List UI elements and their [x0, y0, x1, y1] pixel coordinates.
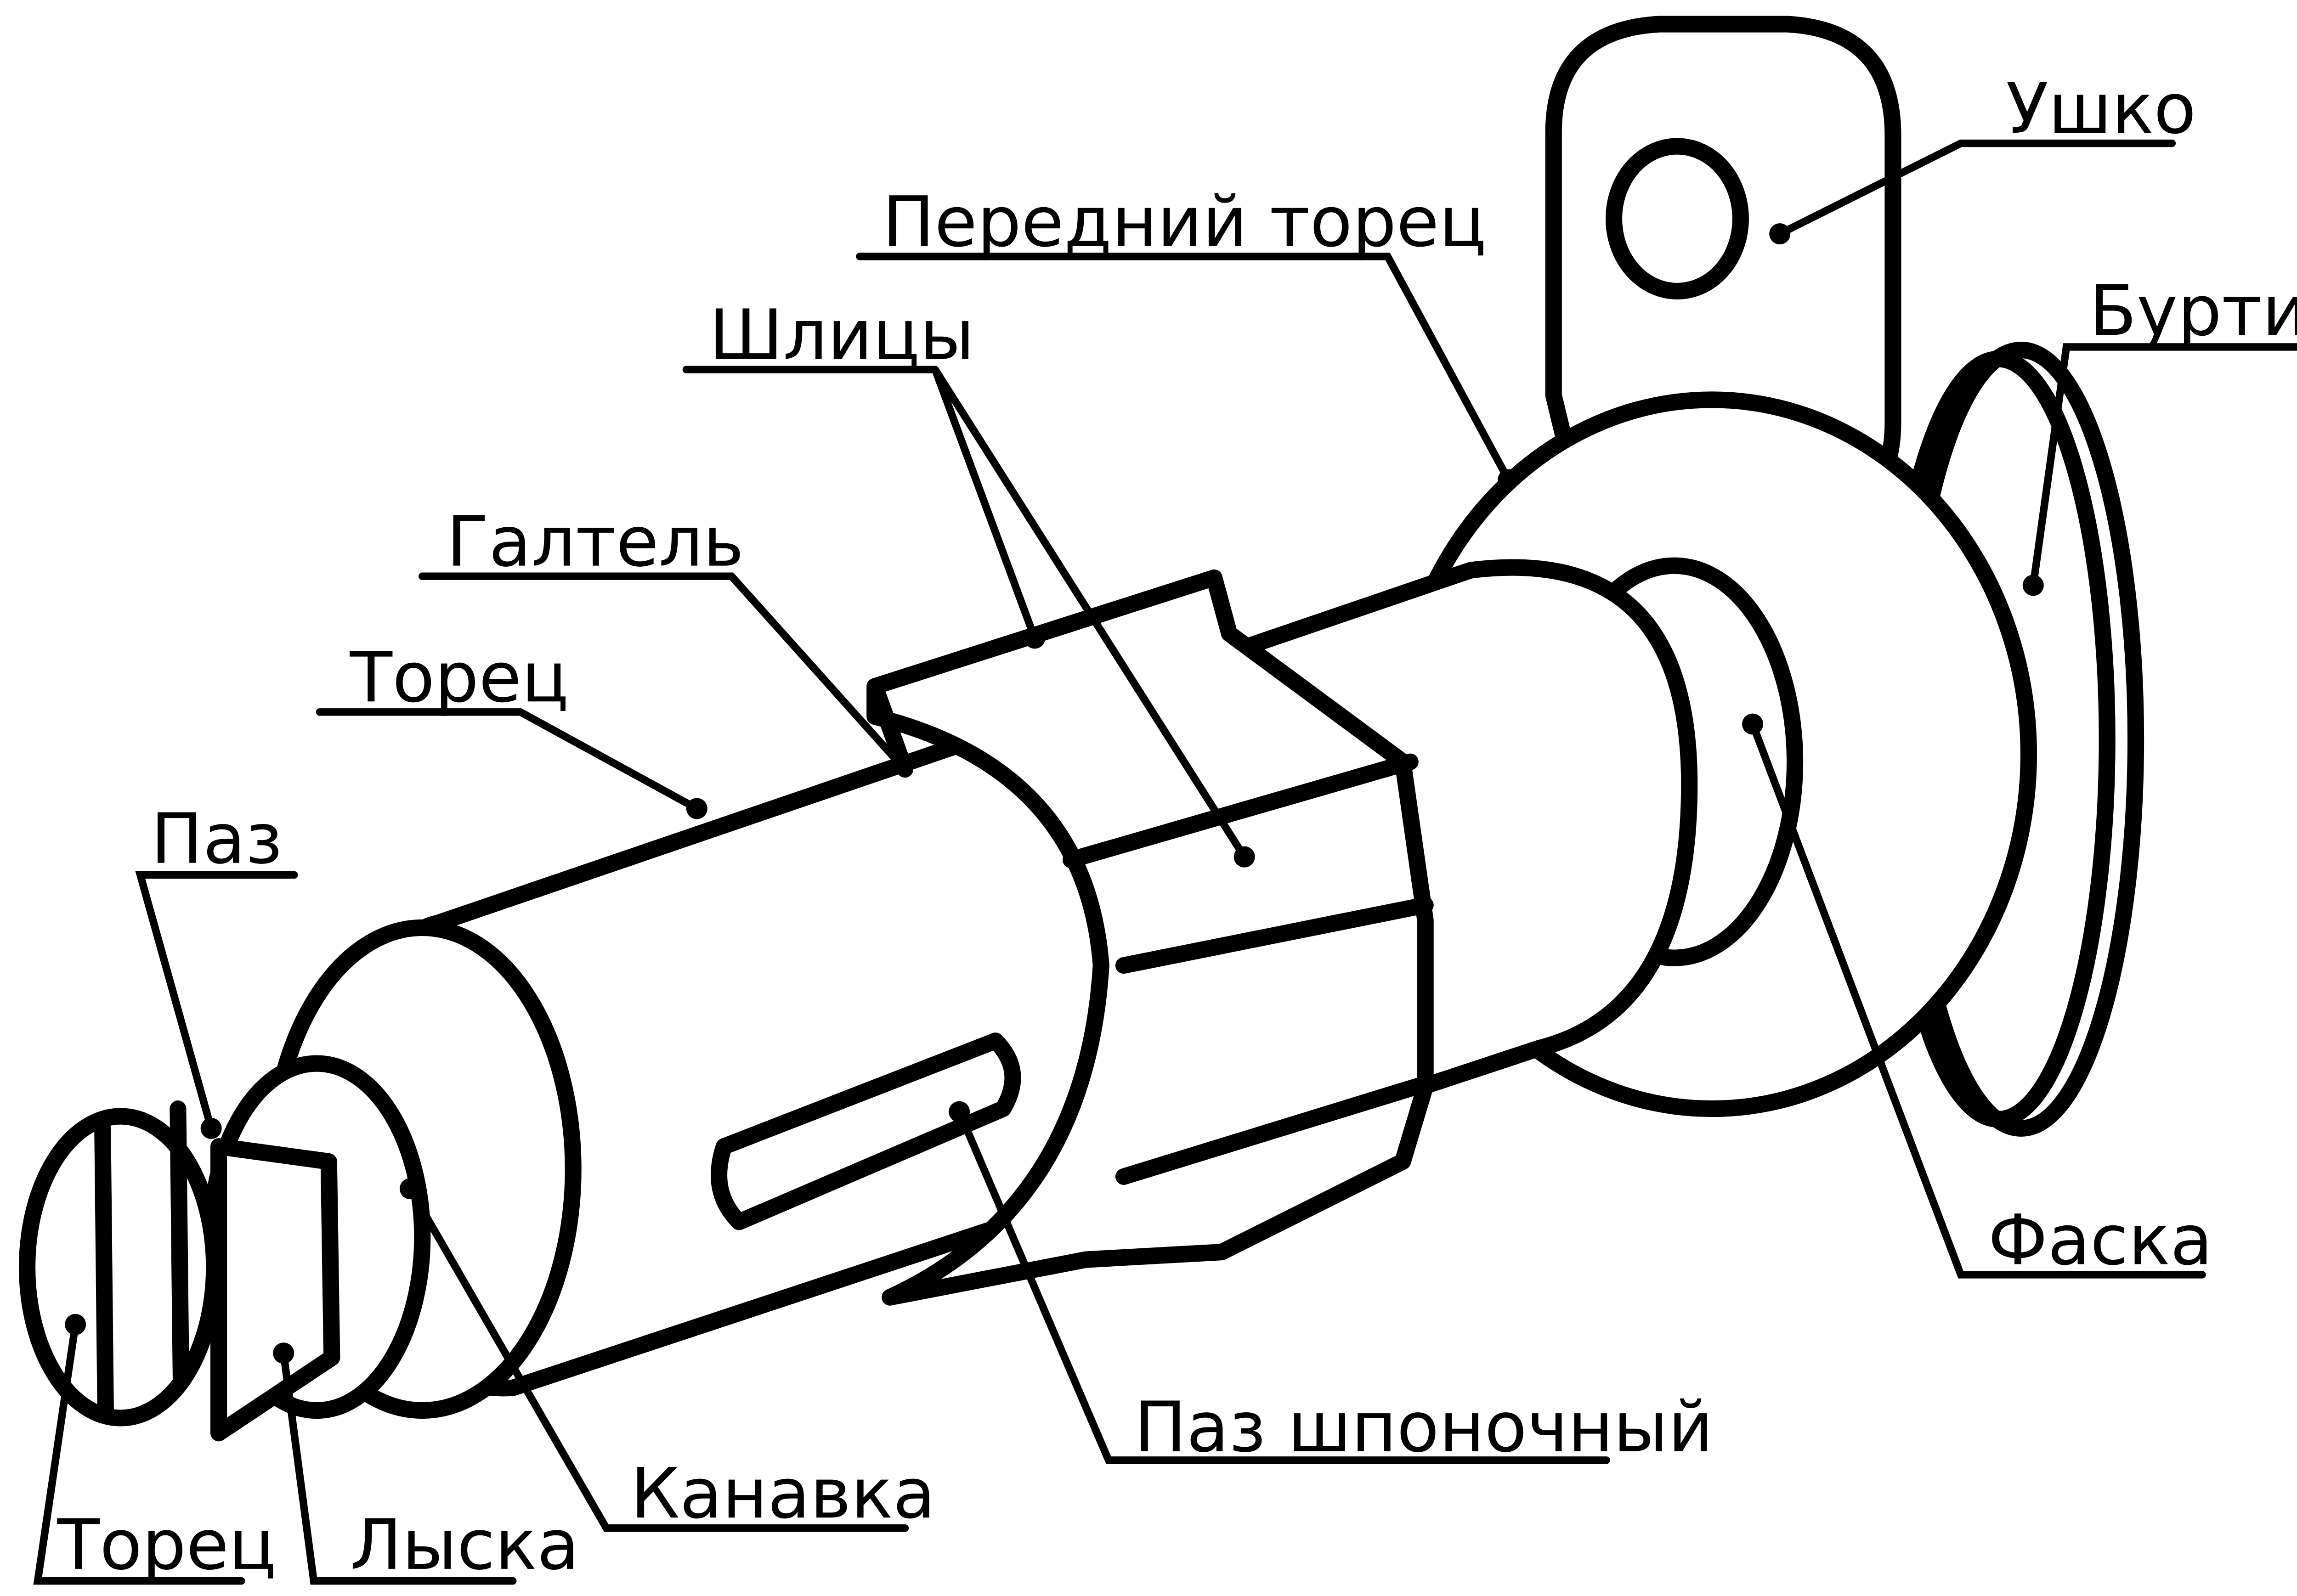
- leader-paz: [135, 871, 298, 1133]
- leader-faska: [1748, 720, 2206, 1279]
- leader-peredniy-torets: [856, 253, 1512, 484]
- label-kanavka: Канавка: [630, 1453, 935, 1534]
- dot-ushko: [1769, 223, 1791, 245]
- label-torets-top: Торец: [350, 637, 569, 718]
- slot-edge: [170, 1100, 190, 1389]
- leader-kanavka: [406, 1184, 909, 1532]
- label-paz-shponochny: Паз шпоночный: [1134, 1387, 1713, 1468]
- spline-edge-4: [1115, 1077, 1426, 1185]
- spline-edge-1: [866, 678, 913, 778]
- dot-faska: [1742, 713, 1764, 735]
- label-peredniy-torets: Передний торец: [883, 181, 1487, 262]
- lug-hole: [1606, 138, 1749, 299]
- label-torets-bottom: Торец: [57, 1505, 276, 1585]
- dot-shlitsy-2: [1233, 846, 1255, 868]
- flat-edge: [94, 1120, 114, 1419]
- leader-shlitsy: [682, 366, 1248, 861]
- label-burtik: Буртик: [2089, 271, 2297, 351]
- keyway-slot: [711, 1032, 1021, 1230]
- leader-ushko: [1776, 139, 2176, 238]
- label-galtel: Галтель: [447, 502, 744, 582]
- dot-shlitsy-1: [1024, 627, 1046, 649]
- dot-torets-top: [686, 798, 707, 819]
- labels: Ушко Передний торец Буртик Шлицы Галтель…: [57, 68, 2297, 1585]
- leader-lines: [33, 139, 2297, 1585]
- dot-lyska: [273, 1342, 294, 1364]
- label-paz: Паз: [151, 799, 282, 880]
- leader-torets-bottom: [33, 1320, 245, 1585]
- spline-edge-2: [1063, 753, 1419, 868]
- leader-galtel: [419, 572, 906, 770]
- dot-paz: [200, 1117, 222, 1139]
- leader-dots: [65, 223, 2044, 1364]
- dot-burtik: [2022, 575, 2044, 596]
- dot-torets-bottom: [65, 1314, 86, 1335]
- spline-hub: [866, 569, 1434, 1306]
- label-ushko: Ушко: [2006, 68, 2196, 149]
- dot-paz-shponochny: [949, 1101, 970, 1122]
- leader-torets-top: [316, 708, 701, 812]
- flat: [210, 1138, 340, 1442]
- label-lyska: Лыска: [350, 1505, 580, 1585]
- label-shlitsy: Шлицы: [709, 295, 974, 376]
- dot-peredniy-torets: [1498, 469, 1519, 491]
- leader-paz-shponochny: [955, 1108, 1610, 1464]
- leader-lyska: [280, 1349, 517, 1585]
- spline-edge-3: [1115, 897, 1434, 974]
- dot-kanavka: [400, 1178, 421, 1200]
- shaft-body: [19, 559, 1698, 1442]
- leader-burtik: [2029, 343, 2297, 589]
- label-faska: Фаска: [1988, 1200, 2212, 1280]
